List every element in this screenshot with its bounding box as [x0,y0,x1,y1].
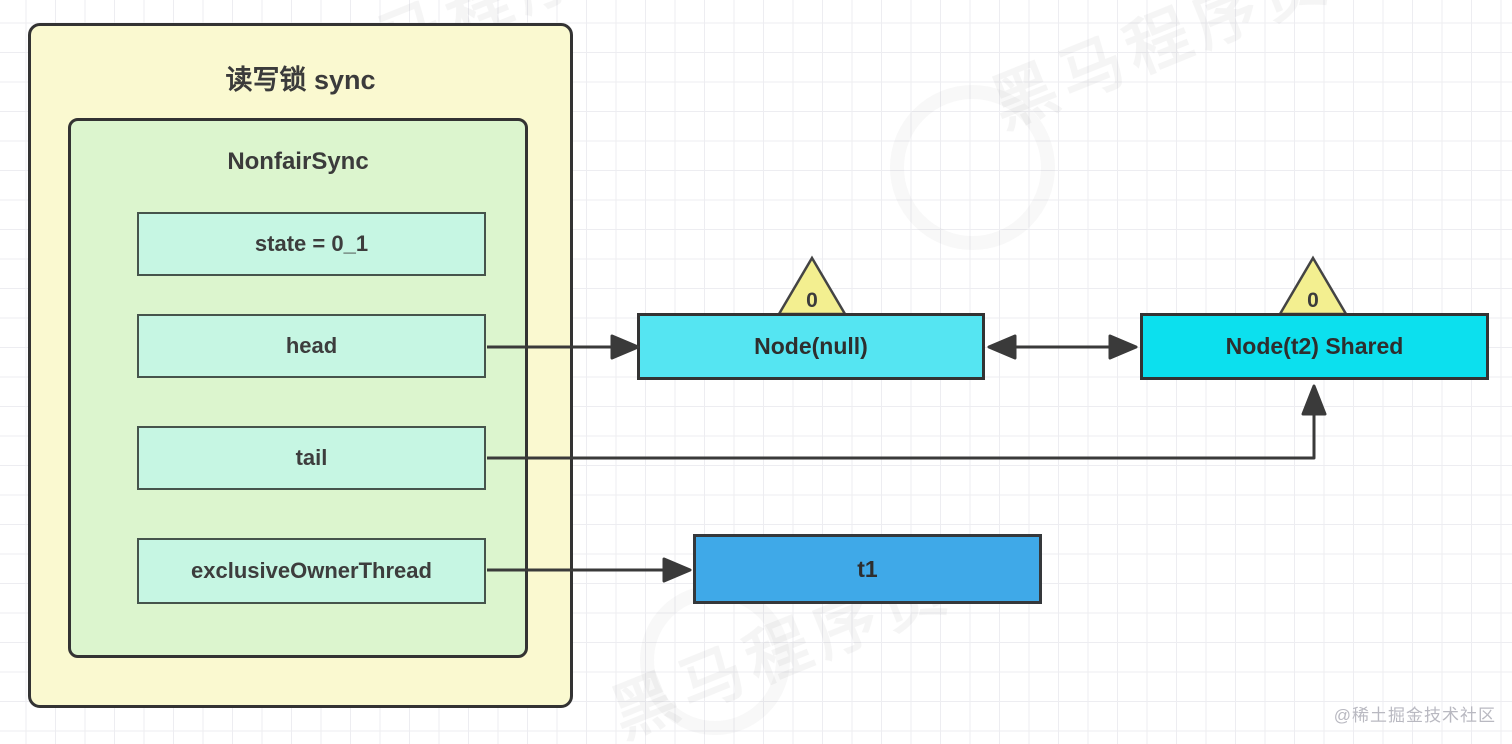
watermark-text: 黑马程序员 [981,0,1343,142]
field-exclusive-owner-thread: exclusiveOwnerThread [137,538,486,604]
wait-status-value: 0 [806,289,818,312]
field-head-label: head [285,333,338,358]
node-link-double-arrow [987,334,1138,360]
field-state: state = 0_1 [137,212,486,276]
field-tail: tail [137,426,486,490]
field-tail-label: tail [295,445,328,470]
wait-status-value: 0 [1307,289,1319,312]
field-exclusive-owner-thread-label: exclusiveOwnerThread [191,558,432,583]
wait-status-triangle-shared: 0 [1277,255,1349,316]
tail-pointer-arrow [487,384,1327,460]
node-t2-shared: Node(t2) Shared [1140,313,1489,380]
juejin-credit: @稀土掘金技术社区 [1333,706,1496,725]
node-t2-shared-label: Node(t2) Shared [1225,333,1404,359]
watermark-logo-ring [640,585,790,735]
field-state-label: state = 0_1 [254,231,369,256]
nonfairsync-title: NonfairSync [227,148,369,175]
node-null-label: Node(null) [754,333,868,359]
wait-status-triangle-head: 0 [776,255,848,316]
thread-t1-label: t1 [857,555,878,582]
node-null: Node(null) [637,313,985,380]
thread-t1: t1 [693,534,1042,604]
sync-container-title: 读写锁 sync [225,65,376,95]
watermark-logo-ring [890,85,1055,250]
field-head: head [137,314,486,378]
